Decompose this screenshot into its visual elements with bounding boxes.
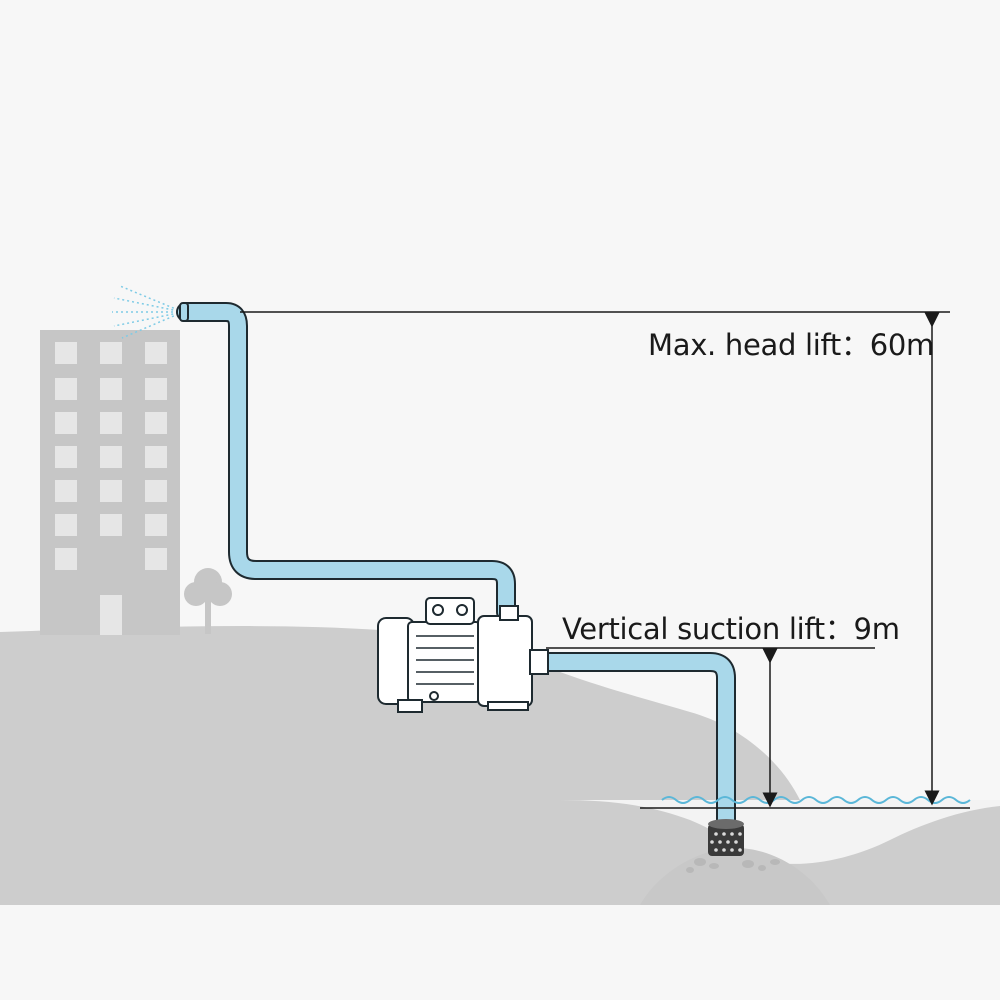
head-lift-label: Max. head lift：60m (648, 328, 934, 362)
water-surface (661, 796, 971, 804)
pond-rocks (686, 858, 780, 873)
discharge-pipe (176, 302, 516, 622)
suction-pipe (536, 652, 736, 836)
water-spray-icon (112, 285, 184, 339)
building-icon (40, 330, 180, 635)
pond-bottom (640, 847, 830, 905)
foot-valve-strainer-icon (708, 819, 744, 856)
head-lift-measure (240, 311, 970, 809)
water-pump-icon (377, 597, 549, 713)
suction-lift-measure (546, 647, 875, 808)
lake-basin (560, 800, 1000, 864)
nozzle-cap (179, 302, 189, 322)
tree-icon (184, 568, 232, 634)
suction-lift-label: Vertical suction lift：9m (562, 612, 900, 646)
